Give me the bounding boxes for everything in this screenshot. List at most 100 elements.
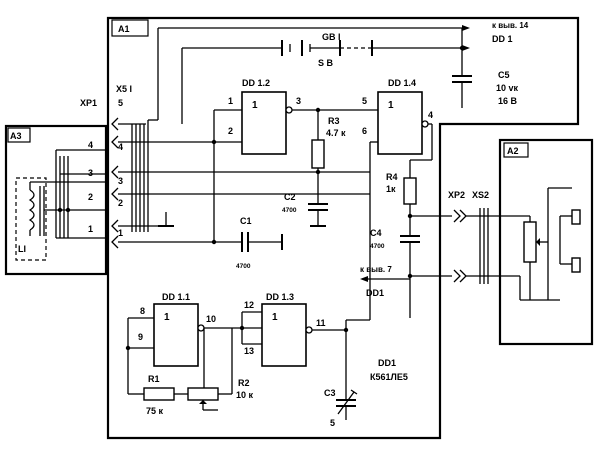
capacitor-c1-symbol bbox=[214, 232, 283, 252]
c2-value: 4700 bbox=[282, 207, 297, 214]
arrow-to-pin7 bbox=[360, 276, 368, 282]
gate-dd13-out-bubble bbox=[305, 326, 313, 334]
c4-value: 4700 bbox=[370, 243, 385, 250]
a3-pin-3: 3 bbox=[88, 168, 93, 178]
note-to-pin7-line1: к выв. 7 bbox=[360, 265, 392, 274]
capacitor-c2-symbol bbox=[308, 203, 328, 227]
gate-dd14-body bbox=[377, 91, 423, 155]
x5-pin-5: 5 bbox=[118, 98, 123, 108]
dd14-title: DD 1.4 bbox=[388, 78, 416, 88]
dd13-pin-11: 11 bbox=[316, 318, 326, 328]
a3-coil-assembly bbox=[15, 149, 106, 261]
block-a2-label: A2 bbox=[507, 146, 519, 156]
r1-value: 75 к bbox=[146, 406, 164, 416]
gate-dd12-body bbox=[241, 91, 287, 155]
connector-bus-lines bbox=[118, 120, 370, 243]
capacitor-c4-symbol bbox=[400, 235, 420, 318]
junction-dd12-a bbox=[211, 139, 217, 145]
connector-xp2-xs2 bbox=[410, 208, 500, 284]
c5-value2: 16 В bbox=[498, 96, 518, 106]
c3-label: C3 bbox=[324, 388, 336, 398]
xs2-label: XS2 bbox=[472, 190, 489, 200]
x5-label: X5 I bbox=[116, 84, 132, 94]
dd13-wiring bbox=[312, 319, 370, 400]
chip-type: К561ЛЕ5 bbox=[370, 372, 408, 382]
c5-label: C5 bbox=[498, 70, 510, 80]
xp2-label: XP2 bbox=[448, 190, 465, 200]
chip-name: DD1 bbox=[378, 358, 396, 368]
dd11-pin-9: 9 bbox=[138, 332, 143, 342]
coil-li-label: LI bbox=[18, 244, 26, 254]
gate-dd13-mark: 1 bbox=[272, 312, 278, 323]
dd11-pin-10: 10 bbox=[206, 314, 216, 324]
r4-label: R4 bbox=[386, 172, 398, 182]
gate-dd14-mark: 1 bbox=[388, 100, 394, 111]
r3-label: R3 bbox=[328, 116, 340, 126]
gate-dd11-out-bubble bbox=[197, 324, 205, 332]
resistor-r3-symbol bbox=[311, 110, 325, 204]
ground-symbol-left bbox=[158, 212, 174, 227]
r4-value: 1к bbox=[386, 184, 396, 194]
dd13-pin-12: 12 bbox=[244, 300, 254, 310]
junction-dd13-out bbox=[343, 327, 349, 333]
note-to-pin7-line2: DD1 bbox=[366, 288, 384, 298]
arrow-top-rail bbox=[462, 25, 470, 31]
resistor-r2-symbol bbox=[187, 328, 233, 411]
c5-value1: 10 vк bbox=[496, 83, 519, 93]
x5-pin-4: 4 bbox=[118, 142, 123, 152]
block-a1-outline bbox=[106, 16, 580, 440]
junction-r3-c2 bbox=[315, 169, 321, 175]
a2-internals bbox=[500, 187, 581, 301]
dd11-title: DD 1.1 bbox=[162, 292, 190, 302]
capacitor-c3-symbol bbox=[336, 389, 358, 420]
a3-pin-2: 2 bbox=[88, 192, 93, 202]
x5-pin-1: 1 bbox=[118, 228, 123, 238]
c2-label: C2 bbox=[284, 192, 296, 202]
battery-gb1-symbol bbox=[281, 40, 311, 56]
c3-pin: 5 bbox=[330, 418, 335, 428]
dd11-pin-8: 8 bbox=[140, 306, 145, 316]
dd13-title: DD 1.3 bbox=[266, 292, 294, 302]
x5-pin-2: 2 bbox=[118, 198, 123, 208]
gate-dd13-body bbox=[261, 303, 307, 367]
junction-c5 bbox=[459, 45, 465, 51]
arrow-to-pin14 bbox=[462, 45, 470, 51]
switch-sb-symbol bbox=[339, 40, 373, 56]
r1-label: R1 bbox=[148, 374, 160, 384]
junction-dd11-out bbox=[239, 325, 245, 331]
dd12-pin-3: 3 bbox=[296, 96, 301, 106]
gate-dd14-out-bubble bbox=[421, 120, 429, 128]
battery-gb1-label: GB I bbox=[322, 32, 341, 42]
dd12-wiring bbox=[213, 109, 378, 242]
resistor-r4-symbol bbox=[403, 177, 417, 236]
dd14-pin-5: 5 bbox=[362, 96, 367, 106]
gate-dd11-body bbox=[153, 303, 199, 367]
power-rail-top bbox=[148, 27, 465, 124]
gate-dd11-mark: 1 bbox=[164, 312, 170, 323]
capacitor-c5-symbol bbox=[452, 28, 472, 108]
dd14-pin-4: 4 bbox=[428, 110, 433, 120]
resistor-r1-symbol bbox=[128, 387, 188, 401]
r2-label: R2 bbox=[238, 378, 250, 388]
c1-label: C1 bbox=[240, 216, 252, 226]
dd12-title: DD 1.2 bbox=[242, 78, 270, 88]
dd14-wiring bbox=[369, 123, 433, 320]
x5-pin-3: 3 bbox=[118, 176, 123, 186]
c1-value: 4700 bbox=[236, 263, 251, 270]
gate-dd12-mark: 1 bbox=[252, 100, 258, 111]
xp1-label: XP1 bbox=[80, 98, 97, 108]
block-a3-tag bbox=[7, 127, 31, 143]
a3-pin-1: 1 bbox=[88, 224, 93, 234]
note-to-pin14-line2: DD 1 bbox=[492, 34, 513, 44]
connector-xp1-pins bbox=[111, 117, 119, 249]
junction-dd11-in bbox=[125, 345, 131, 351]
block-a1-label: A1 bbox=[118, 24, 130, 34]
dd13-pin-13: 13 bbox=[244, 346, 254, 356]
block-a2-tag bbox=[503, 142, 529, 158]
block-a3-label: A3 bbox=[10, 131, 22, 141]
dd14-pin-6: 6 bbox=[362, 126, 367, 136]
block-a3-outline bbox=[4, 124, 108, 276]
block-a2-outline bbox=[498, 138, 594, 346]
dd12-pin-1: 1 bbox=[228, 96, 233, 106]
